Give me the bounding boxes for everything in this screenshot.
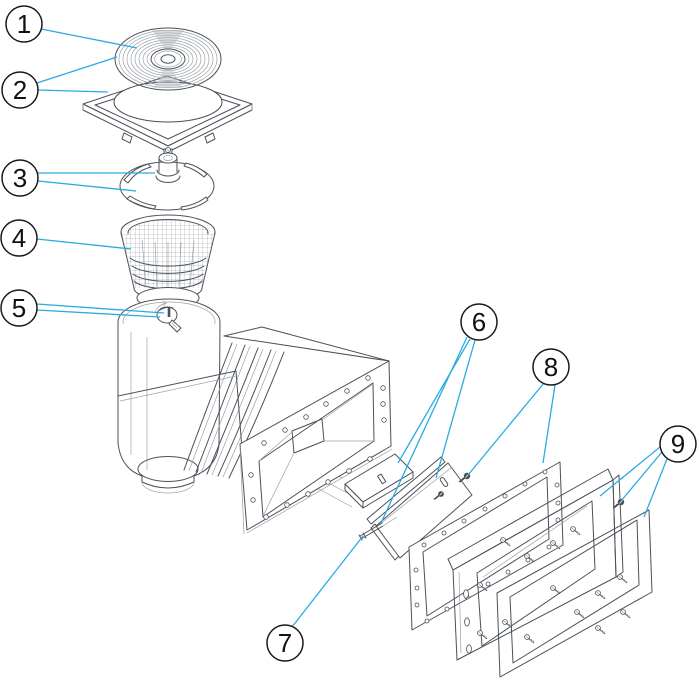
leader-line-6c — [380, 336, 468, 524]
callout-7: 7 — [266, 624, 304, 662]
callout-5-number: 5 — [12, 293, 26, 323]
callout-3-number: 3 — [13, 163, 27, 193]
leader-line-2b — [37, 89, 109, 93]
callout-1-number: 1 — [17, 9, 31, 39]
callout-5: 5 — [0, 289, 38, 327]
part-axle-pin — [358, 516, 398, 541]
callout-8-number: 8 — [544, 352, 558, 382]
callout-8: 8 — [532, 348, 570, 386]
leader-line-5a — [36, 303, 165, 314]
leader-line-6b — [435, 339, 476, 479]
part-faceplate-frame — [447, 468, 631, 661]
leader-line-9a — [620, 451, 663, 502]
leader-line-6a — [397, 338, 471, 464]
leader-line-9c — [643, 458, 668, 518]
callout-7-number: 7 — [278, 628, 292, 658]
callout-2-number: 2 — [13, 75, 27, 105]
leader-line-1 — [40, 28, 138, 49]
callout-4-number: 4 — [12, 223, 26, 253]
leader-line-9b — [599, 446, 661, 497]
callouts: 1 2 3 4 5 6 7 8 — [0, 5, 697, 662]
leader-line-8b — [542, 384, 556, 464]
callout-6: 6 — [460, 303, 498, 341]
callout-1: 1 — [5, 5, 43, 43]
part-weir-door — [366, 456, 473, 561]
part-float-plate — [119, 147, 215, 211]
callout-9-number: 9 — [671, 429, 685, 459]
leader-line-7 — [291, 535, 364, 628]
part-weir-flap — [344, 453, 414, 509]
flange-screw-holes — [248, 375, 387, 520]
callout-3: 3 — [1, 159, 39, 197]
callout-2: 2 — [1, 71, 39, 109]
callout-9: 9 — [659, 425, 697, 463]
leader-line-4 — [36, 238, 132, 250]
part-drain-key — [154, 300, 182, 333]
callout-4: 4 — [0, 219, 38, 257]
part-gasket — [408, 461, 564, 631]
part-round-lid — [114, 27, 222, 91]
part-basket — [120, 214, 216, 300]
part-lid-square-frame — [82, 75, 253, 156]
gasket-holes — [413, 469, 561, 624]
leader-line-3b — [37, 180, 137, 192]
leader-line-2a — [36, 56, 118, 84]
callout-6-number: 6 — [472, 307, 486, 337]
leader-line-8a — [467, 382, 545, 476]
leader-line-5b — [36, 309, 161, 318]
part-outer-gasket — [496, 509, 653, 678]
part-skimmer-body — [117, 287, 393, 535]
flange-plate — [239, 360, 392, 531]
leader-lines — [36, 28, 668, 628]
